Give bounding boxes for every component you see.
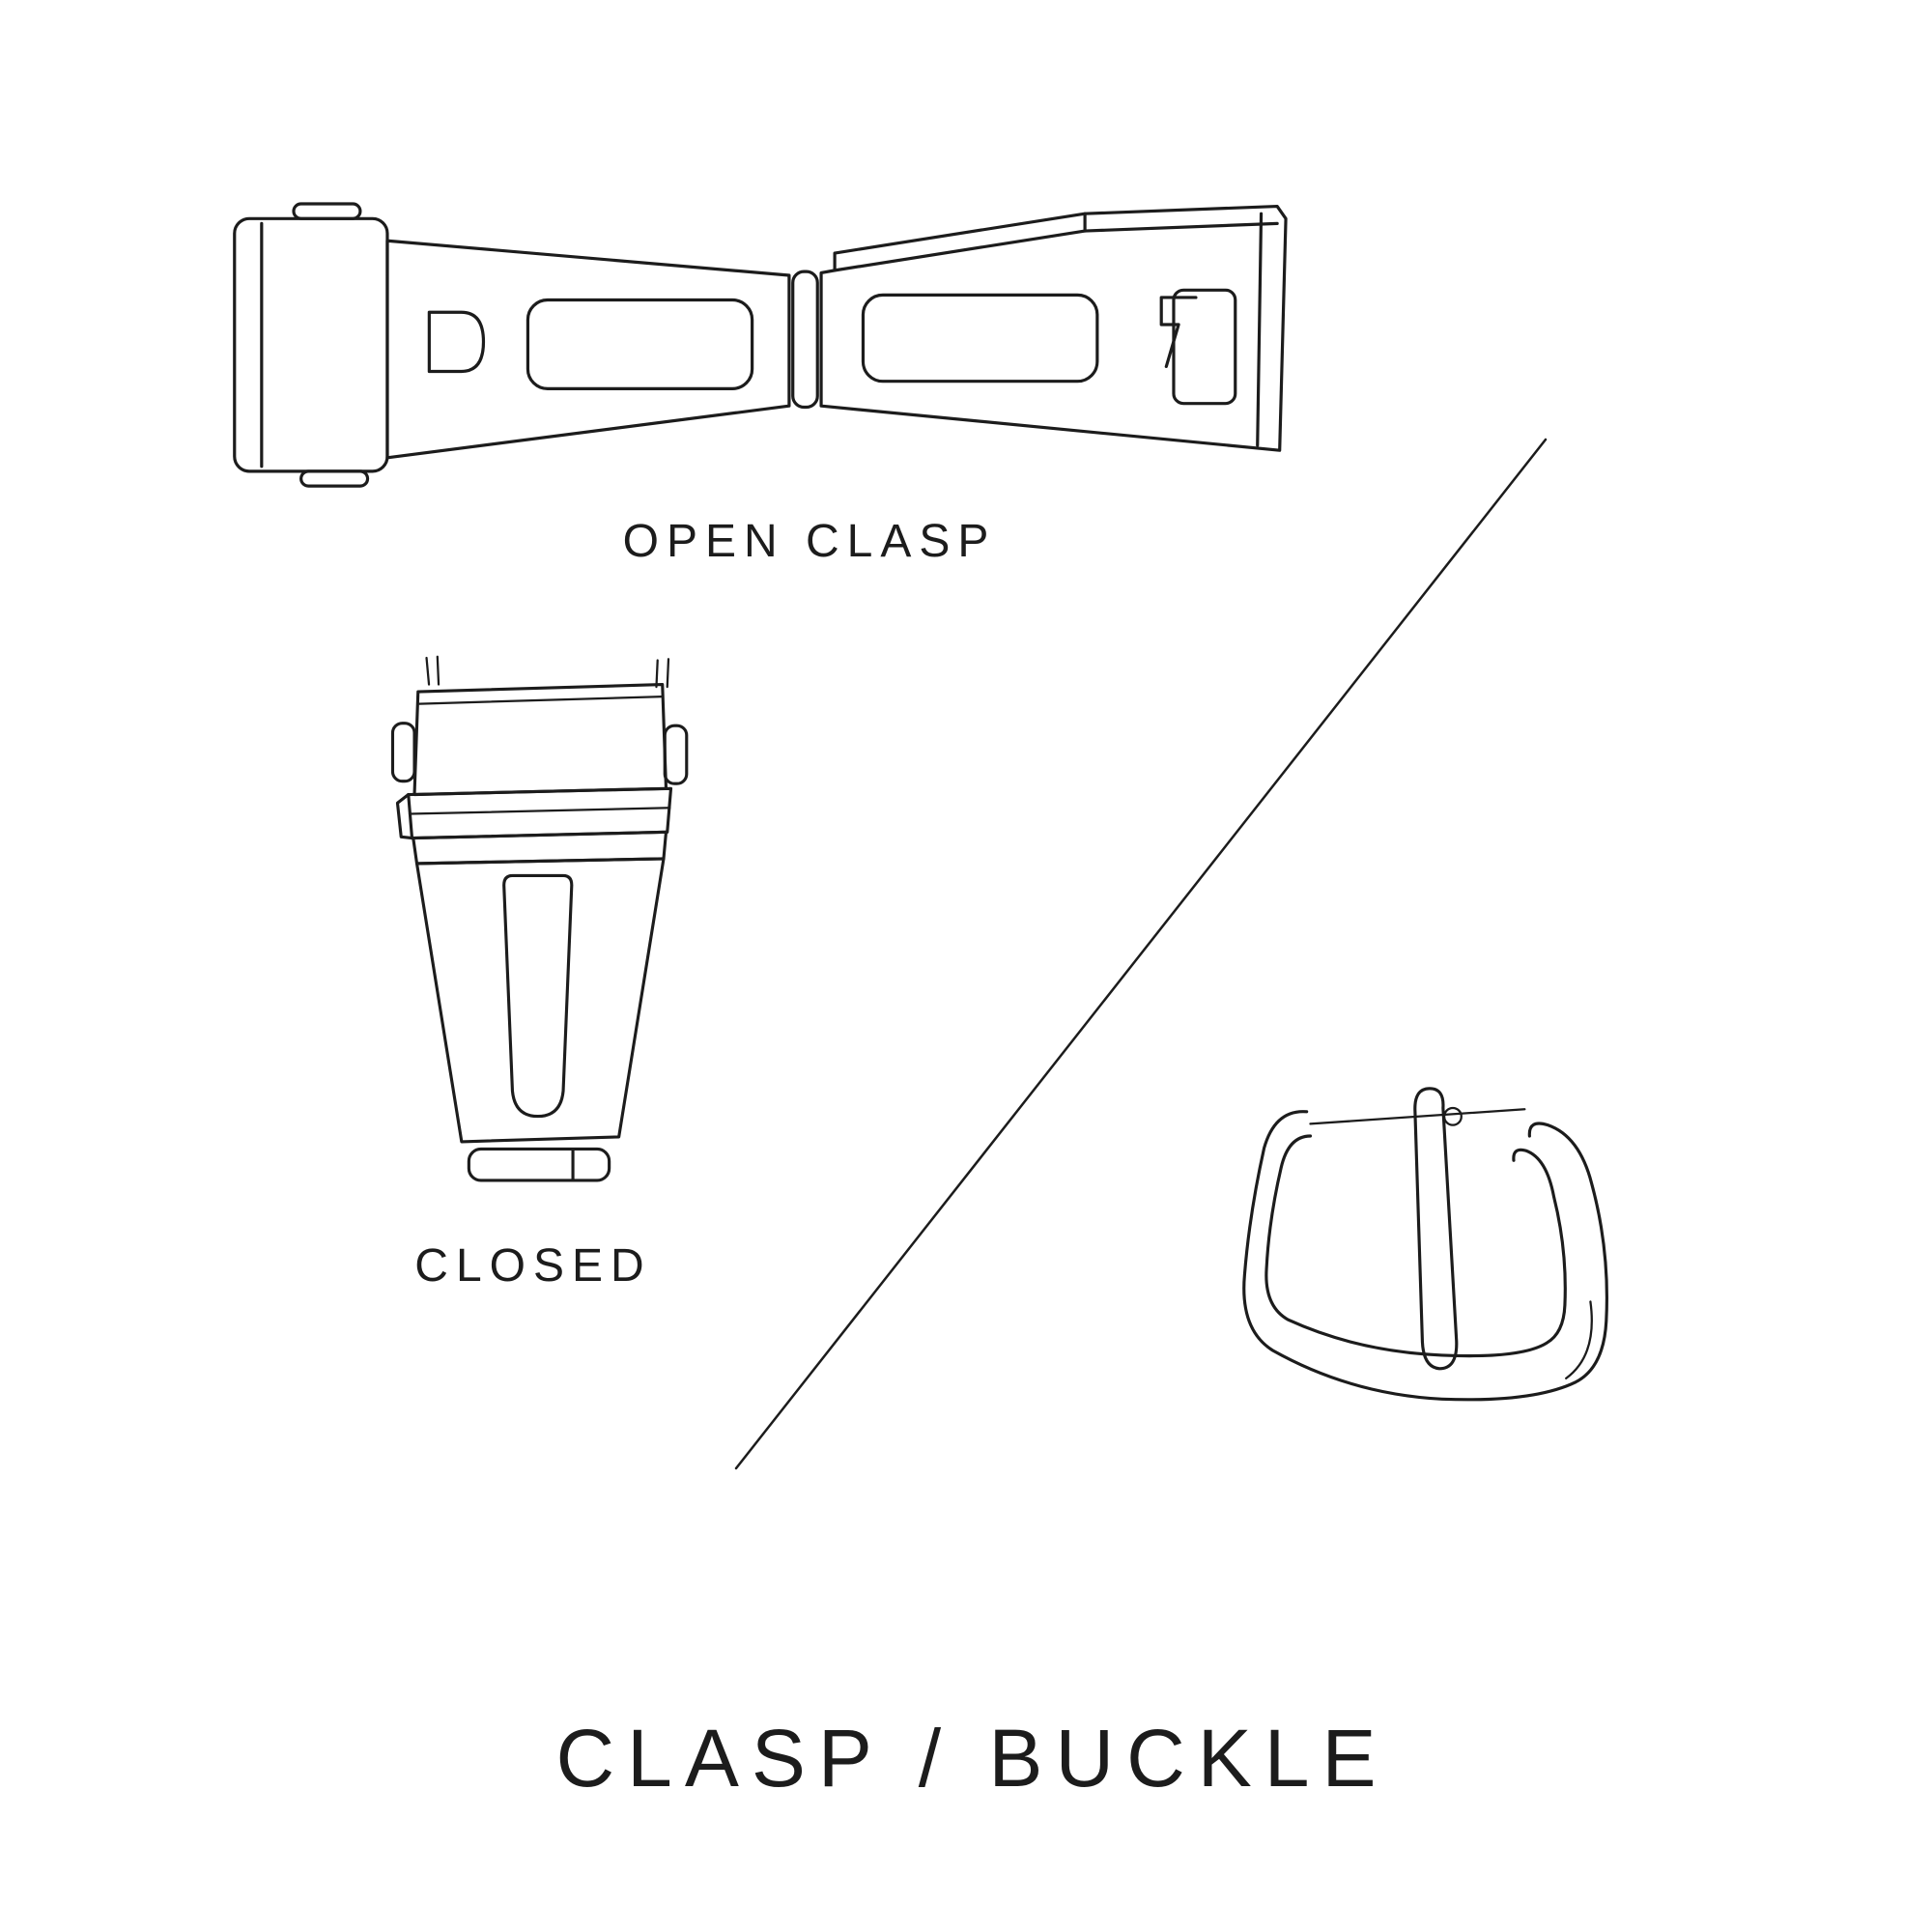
closed-clasp-pins bbox=[425, 655, 670, 689]
closed-clasp-foot bbox=[467, 1147, 611, 1182]
clasp-left-link bbox=[385, 239, 791, 460]
clasp-end-cap bbox=[233, 202, 389, 488]
page-title: CLASP / BUCKLE bbox=[555, 1713, 1389, 1804]
buckle-figure bbox=[1229, 1080, 1631, 1421]
buckle-spring-bar bbox=[1309, 1108, 1526, 1125]
open-clasp-figure bbox=[222, 182, 1294, 490]
clasp-center-hinge bbox=[791, 270, 819, 410]
closed-clasp-figure bbox=[382, 653, 696, 1185]
closed-clasp-band bbox=[395, 786, 673, 866]
buckle-frame bbox=[1242, 1110, 1608, 1402]
closed-clasp-body bbox=[414, 857, 666, 1144]
open-clasp-label: OPEN CLASP bbox=[622, 516, 997, 567]
closed-clasp-illustration bbox=[390, 655, 689, 1182]
closed-clasp-top-block bbox=[390, 682, 689, 797]
clasp-right-link bbox=[819, 204, 1288, 452]
buckle-illustration bbox=[1242, 1087, 1608, 1402]
buckle-prong bbox=[1413, 1087, 1463, 1371]
closed-clasp-label: CLOSED bbox=[414, 1240, 652, 1292]
open-clasp-illustration bbox=[233, 202, 1288, 488]
